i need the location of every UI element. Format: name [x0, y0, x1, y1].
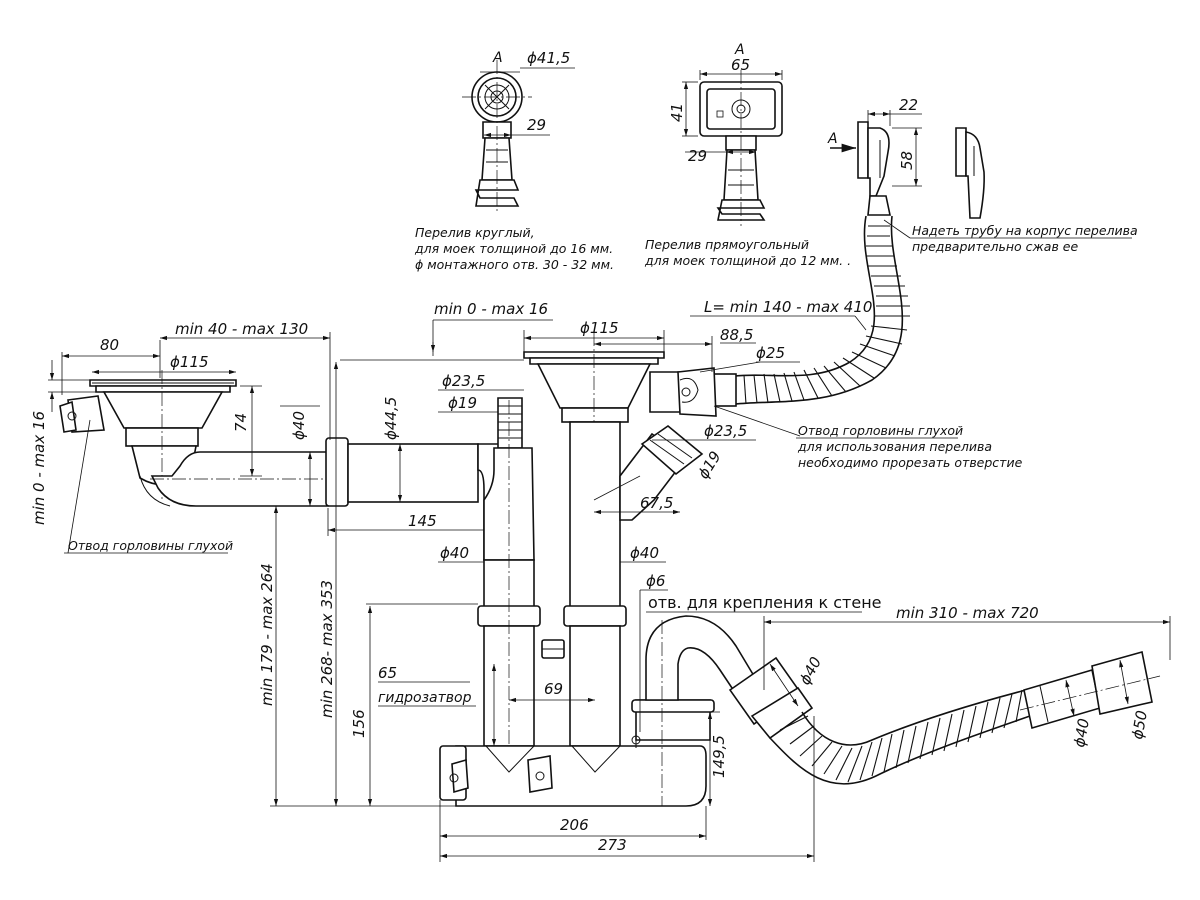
dim-d6: ϕ6 [646, 572, 665, 590]
view-mark-a-side: A [827, 131, 838, 147]
overflow-corrugated-hose: L= min 140 - max 410 [690, 215, 910, 407]
bottom-trap [439, 615, 814, 807]
dim-29-rect: 29 [688, 147, 707, 165]
dim-min40-max130: min 40 - max 130 [175, 320, 308, 338]
dim-d25: ϕ25 [756, 344, 785, 362]
dim-hose-length: L= min 140 - max 410 [704, 298, 872, 316]
view-mark-a-rect: A [734, 42, 745, 58]
dim-d19-left: ϕ19 [448, 394, 477, 412]
dim-d40-side: ϕ40 [290, 411, 308, 440]
note-blind-outlet-right-1: Отвод горловины глухой [798, 423, 963, 438]
dim-206: 206 [560, 816, 589, 834]
dim-67-5: 67,5 [640, 494, 673, 512]
rect-overflow-detail: A 65 41 29 Перелив прямоугольный для мое… [644, 42, 851, 268]
right-bowl-dimensions: min 0 - max 16 ϕ115 88,5 ϕ25 ϕ23,5 ϕ19 ϕ… [340, 300, 1023, 563]
dim-149-5: 149,5 [710, 735, 728, 778]
dim-min268-max353: min 268- max 353 [318, 580, 336, 718]
dim-58: 58 [898, 151, 916, 170]
dim-min310-max720: min 310 - max 720 [896, 604, 1039, 622]
dim-65-seal: 65 [378, 664, 397, 682]
note-round-overflow-2: для моек толщиной до 16 мм. [414, 241, 613, 256]
left-bowl-dimensions: 80 ϕ115 min 40 - max 130 74 ϕ40 ϕ44,5 14… [30, 320, 505, 554]
dim-d115-left: ϕ115 [170, 353, 209, 371]
dim-41: 41 [668, 103, 686, 122]
outlet-corrugated-hose: ϕ40 ϕ50 min 310 - max 720 ϕ40 [763, 604, 1171, 785]
dim-d40-mid-right: ϕ40 [630, 544, 659, 562]
dim-65-top: 65 [731, 56, 750, 74]
dim-d23-5-left: ϕ23,5 [442, 372, 485, 390]
dim-69: 69 [544, 680, 563, 698]
dim-d44-5: ϕ44,5 [382, 397, 400, 440]
note-blind-outlet-left: Отвод горловины глухой [68, 538, 233, 553]
view-mark-a-round: A [492, 50, 503, 66]
dim-d23-5-right: ϕ23,5 [704, 422, 747, 440]
dim-d40-elbow: ϕ40 [796, 654, 826, 688]
dim-156: 156 [350, 709, 368, 738]
dim-d40-end: ϕ40 [1070, 717, 1093, 749]
note-blind-outlet-right-3: необходимо прорезать отверстие [798, 455, 1023, 470]
dim-d50-end: ϕ50 [1128, 709, 1151, 741]
dim-min0-max16-side: min 0 - max 16 [30, 411, 48, 525]
right-bowl-strainer [477, 332, 717, 800]
overflow-side-view: A 22 58 Надеть трубу на корпус перелива … [827, 96, 1138, 254]
note-round-overflow-3: ϕ монтажного отв. 30 - 32 мм. [415, 257, 614, 272]
dim-273: 273 [598, 836, 627, 854]
note-blind-outlet-right-2: для использования перелива [797, 439, 992, 454]
note-attach-tube-1: Надеть трубу на корпус перелива [912, 223, 1138, 238]
note-rect-overflow-1: Перелив прямоугольный [645, 237, 809, 252]
dim-d40-mid-left: ϕ40 [440, 544, 469, 562]
dim-min179-max264: min 179 - max 264 [258, 563, 276, 706]
dim-145: 145 [408, 512, 437, 530]
dim-d41-5: ϕ41,5 [527, 49, 570, 67]
dim-22: 22 [899, 96, 918, 114]
label-water-seal: гидрозатвор [378, 690, 472, 706]
bottom-dimensions: min 179 - max 264 min 268- max 353 156 6… [258, 362, 882, 862]
dim-min0-max16-top: min 0 - max 16 [434, 300, 548, 318]
dim-d115-right: ϕ115 [580, 319, 619, 337]
round-overflow-detail: A ϕ41,5 29 Перелив круглый, для моек тол… [414, 49, 614, 272]
dim-88-5: 88,5 [720, 326, 753, 344]
note-round-overflow-1: Перелив круглый, [415, 225, 535, 240]
note-attach-tube-2: предварительно сжав ее [912, 239, 1078, 254]
dim-29-round: 29 [527, 116, 546, 134]
note-rect-overflow-2: для моек толщиной до 12 мм. . [644, 253, 851, 268]
dim-74: 74 [232, 413, 250, 432]
dim-80: 80 [100, 336, 119, 354]
label-wall-hole: отв. для крепления к стене [648, 593, 882, 612]
